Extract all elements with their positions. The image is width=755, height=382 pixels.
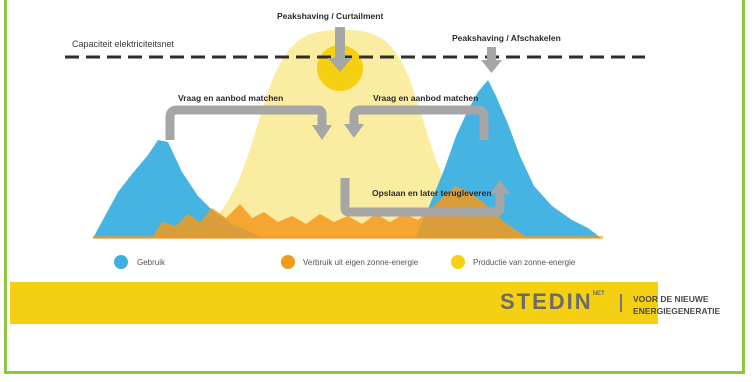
match-right-arrowhead — [344, 124, 364, 138]
legend-dot-usage — [114, 255, 128, 269]
logo-divider — [620, 294, 622, 312]
store-later-label: Opslaan en later terugleveren — [372, 188, 492, 198]
tagline-line-1: VOOR DE NIEUWE — [633, 294, 709, 304]
store-later-arrow — [340, 178, 505, 217]
legend-dot-solar-production — [451, 255, 465, 269]
usage-peak-left — [93, 140, 262, 238]
logo-mark: NET — [592, 291, 605, 297]
match-left-arrowhead — [312, 125, 332, 140]
brand-bar — [10, 282, 658, 324]
curtailment-arrow — [328, 27, 352, 72]
match-right-label: Vraag en aanbod matchen — [373, 93, 478, 103]
stedin-logo: STEDINNET — [500, 289, 605, 315]
legend-label-usage: Gebruik — [137, 258, 166, 267]
tagline-line-2: ENERGIEGENERATIE — [633, 306, 721, 316]
solar-production-area — [176, 30, 510, 238]
match-left-arrow — [165, 105, 327, 140]
self-consumption-area — [152, 186, 528, 238]
legend-label-self-consumption: Verbruik uit eigen zonne-energie — [303, 258, 419, 267]
legend: Gebruik Verbruik uit eigen zonne-energie… — [114, 255, 576, 269]
tagline: VOOR DE NIEUWE ENERGIEGENERATIE — [633, 293, 743, 317]
disconnect-label: Peakshaving / Afschakelen — [452, 33, 561, 43]
legend-label-solar-production: Productie van zonne-energie — [473, 258, 576, 267]
curtailment-label: Peakshaving / Curtailment — [277, 11, 383, 21]
disconnect-arrow — [481, 47, 502, 73]
legend-dot-self-consumption — [281, 255, 295, 269]
logo-text: STEDIN — [500, 289, 593, 314]
grid-capacity-label: Capaciteit elektriciteitsnet — [72, 39, 175, 49]
match-right-arrow — [349, 105, 489, 140]
match-left-label: Vraag en aanbod matchen — [178, 93, 283, 103]
store-later-arrowhead — [490, 180, 510, 194]
